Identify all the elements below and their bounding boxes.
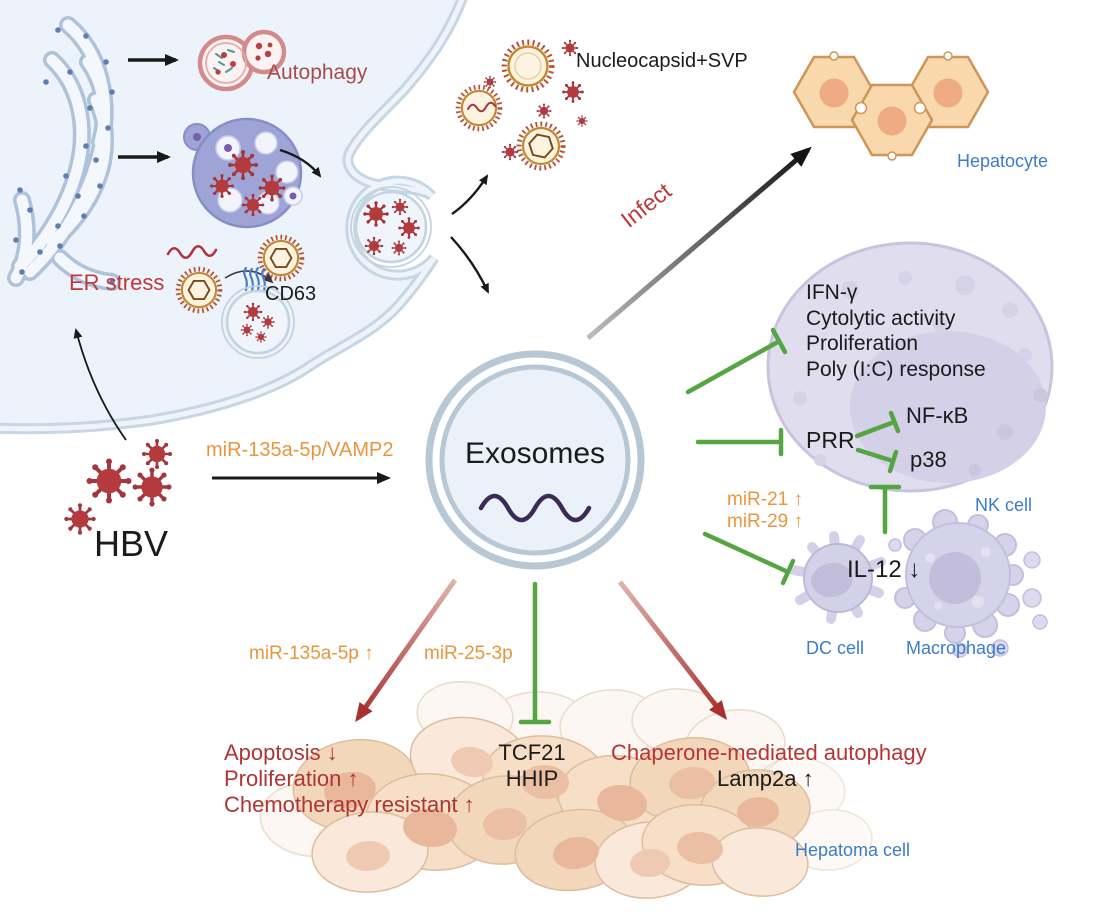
hepatocyte-label: Hepatocyte [957, 151, 1049, 171]
mir29-label: miR-29 ↑ [727, 511, 804, 532]
mir135a-up-label: miR-135a-5p ↑ [249, 643, 374, 664]
hepatoma-targets-list: TCF21 HHIP [481, 740, 583, 792]
exosome-hub-icon [425, 350, 645, 570]
hepatoma-effect-line: Chemotherapy resistant ↑ [224, 792, 475, 817]
dc-cell-label: DC cell [806, 638, 865, 658]
prr-label: PRR [806, 427, 855, 453]
budding-exosome-icon [350, 186, 432, 268]
mvb-to-membrane-arrow [279, 148, 322, 178]
hbv-to-er-arrow [73, 328, 127, 441]
mir25-label: miR-25-3p [424, 643, 513, 664]
mir135a-vamp2-label: miR-135a-5p/VAMP2 [206, 439, 394, 461]
macrophage-label: Macrophage [906, 638, 1007, 658]
nk-cell-label: NK cell [975, 495, 1033, 515]
hepatoma-effect-line: Apoptosis ↓ [224, 740, 338, 765]
hepatoma-target-line: TCF21 [498, 740, 566, 765]
capsid-icons [178, 237, 302, 311]
dc-cell-icon [788, 531, 886, 624]
er-icon [7, 16, 121, 291]
nk-effect-line: IFN-γ [806, 281, 858, 304]
hbv-label: HBV [94, 523, 169, 564]
er-stress-label: ER stress [69, 270, 165, 295]
lamp2a-label: Lamp2a ↑ [717, 766, 814, 791]
infect-arrow [586, 146, 812, 340]
autophagosome-icon [197, 29, 287, 92]
nk-effect-line: Proliferation [806, 332, 919, 355]
nk-effect-line: Cytolytic activity [806, 306, 956, 330]
red-effect-arrows [355, 578, 728, 723]
release-arrows [450, 174, 490, 294]
green-inhibition-arrows [518, 327, 902, 725]
cd63-label: CD63 [265, 283, 317, 305]
hepatoma-effect-line: Proliferation ↑ [224, 766, 359, 791]
released-virions-icon [458, 39, 589, 168]
macrophage-icon [888, 509, 1048, 658]
hepatoma-effects-list: Apoptosis ↓ Proliferation ↑ Chemotherapy… [224, 740, 475, 818]
nucleocapsid-svp-label: Nucleocapsid+SVP [576, 50, 748, 72]
cma-label: Chaperone-mediated autophagy [611, 740, 927, 765]
nk-effects-list: IFN-γ Cytolytic activity Proliferation P… [806, 280, 986, 382]
p38-label: p38 [910, 447, 947, 472]
hepatocyte-icon [792, 51, 990, 161]
ilv-vesicle-icon [221, 285, 295, 359]
il12-label: IL-12 ↓ [847, 556, 921, 583]
viral-rna-icon [166, 244, 218, 260]
nk-effect-line: Poly (I:C) response [806, 357, 986, 381]
ribosome-dots [13, 27, 115, 285]
mirna-wave-icon [478, 493, 592, 523]
exosomes-label: Exosomes [464, 437, 606, 470]
er-arrows [118, 54, 179, 163]
nk-cell-icon [766, 241, 1054, 493]
multivesicular-body-icon [183, 117, 303, 229]
hepatoma-target-line: HHIP [505, 766, 559, 791]
hbv-virus-icons [62, 437, 174, 537]
mir21-label: miR-21 ↑ [727, 489, 804, 510]
nfkb-label: NF-κB [906, 403, 969, 428]
hepatoma-cluster-icon [259, 681, 873, 899]
hepatoma-cell-label: Hepatoma cell [795, 840, 911, 860]
autophagy-label: Autophagy [267, 61, 368, 84]
